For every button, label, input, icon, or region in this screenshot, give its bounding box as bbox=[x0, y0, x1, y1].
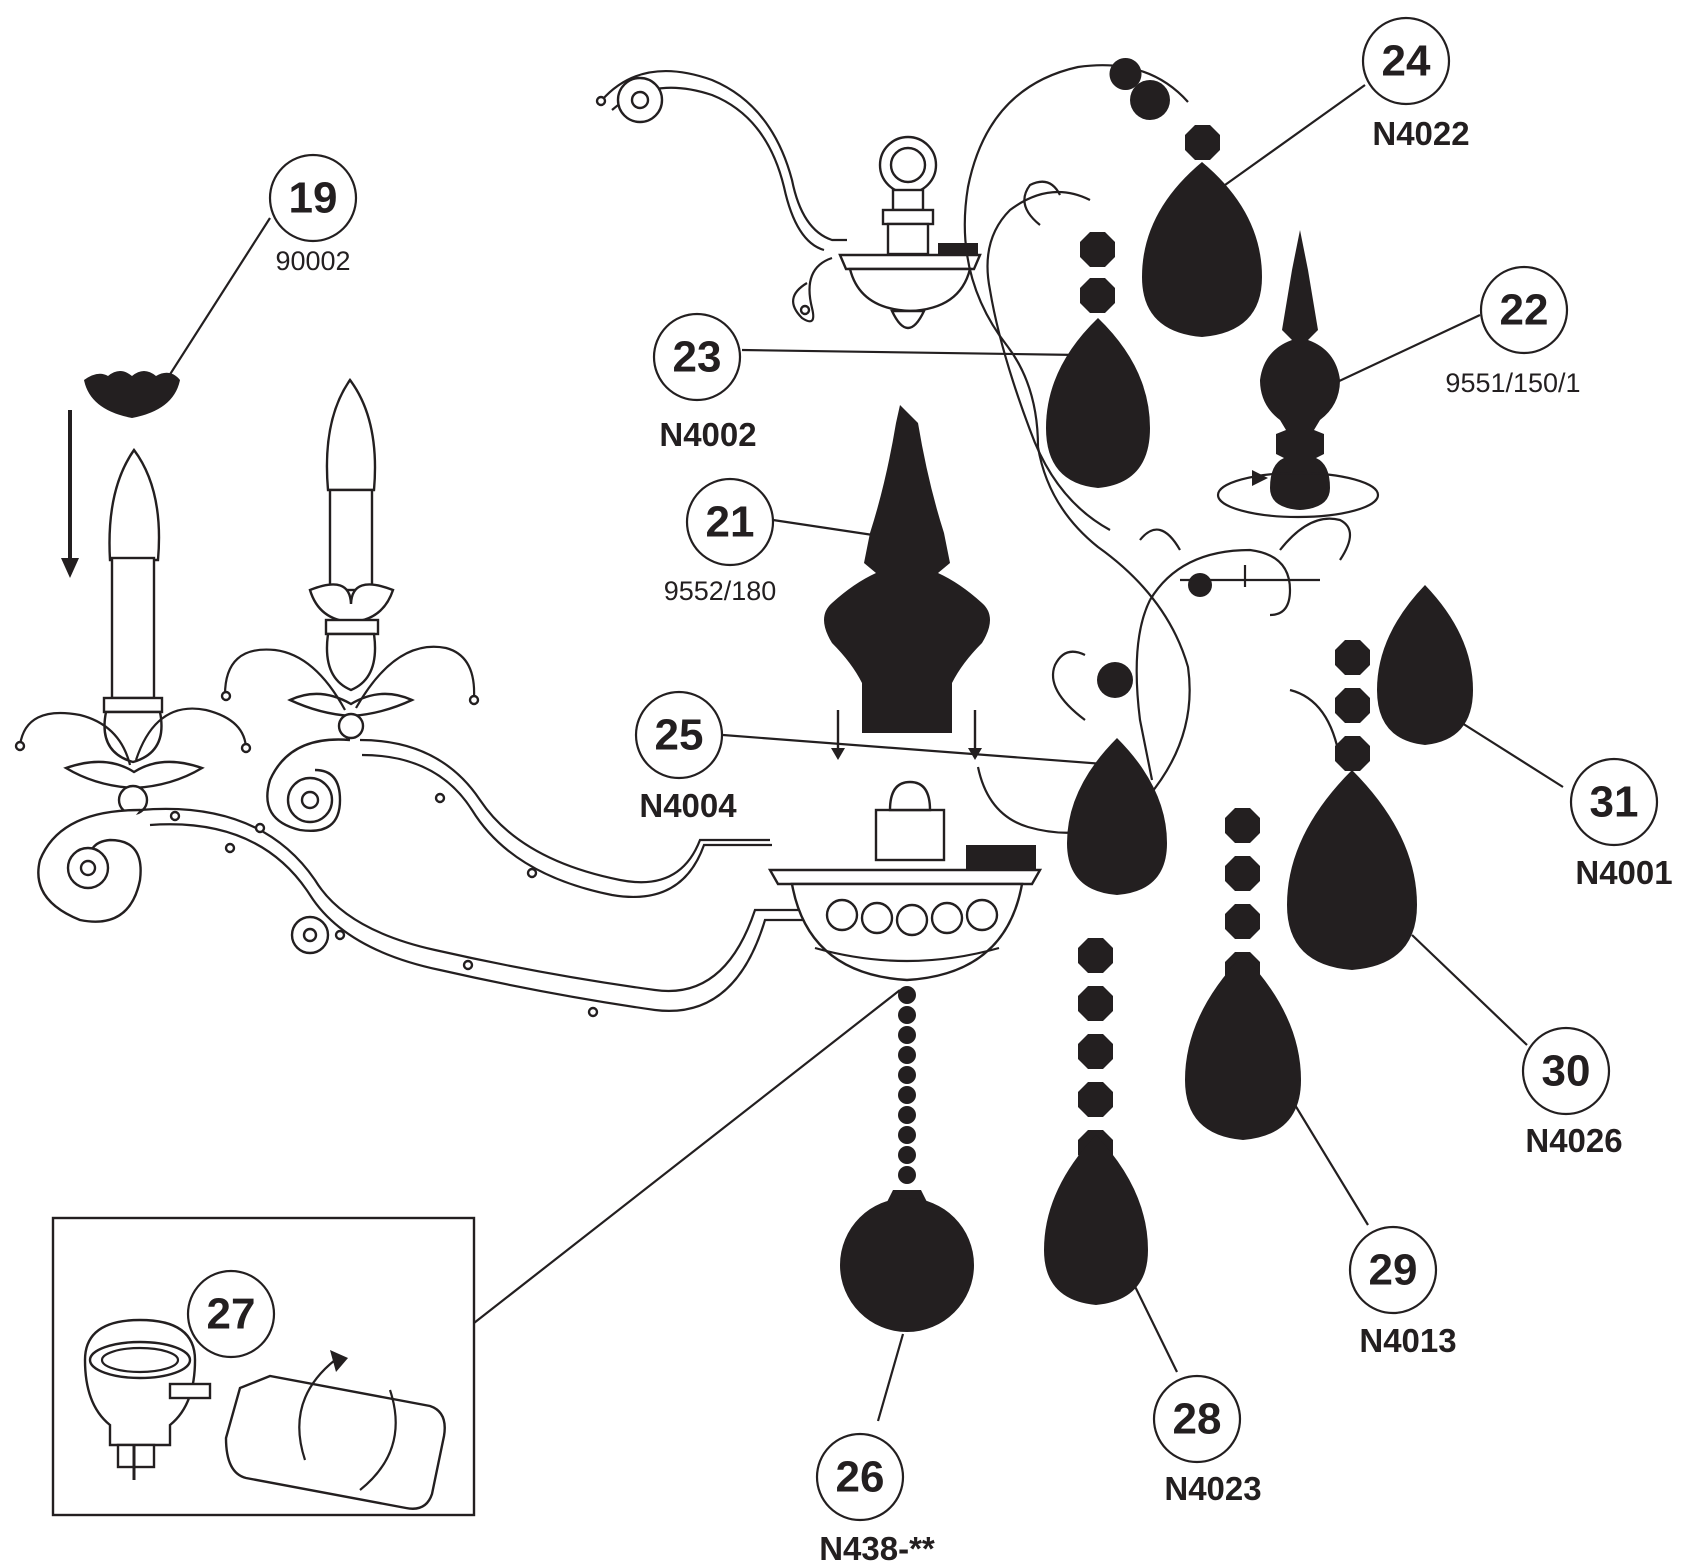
callout-30: 30 N4026 bbox=[1521, 1026, 1623, 1159]
callout-30-number: 30 bbox=[1542, 1047, 1591, 1096]
callout-30-code: N4026 bbox=[1525, 1122, 1622, 1159]
callout-25-code: N4004 bbox=[639, 787, 737, 824]
leader-31 bbox=[1453, 717, 1564, 788]
callout-29-code: N4013 bbox=[1359, 1322, 1456, 1359]
leader-30 bbox=[1411, 934, 1528, 1046]
callout-27: 27 bbox=[186, 1269, 276, 1359]
callout-19-number: 19 bbox=[289, 174, 338, 223]
leader-24 bbox=[1224, 84, 1366, 186]
inset-27-frame bbox=[51, 1216, 476, 1517]
bobeche-cup bbox=[84, 371, 180, 418]
leader-lines bbox=[159, 84, 1564, 1422]
callout-29: 29 N4013 bbox=[1348, 1225, 1457, 1359]
callout-31-number: 31 bbox=[1590, 778, 1639, 827]
down-arrow bbox=[61, 410, 79, 578]
callout-25: 25 N4004 bbox=[634, 690, 737, 824]
ball-26 bbox=[840, 1198, 974, 1332]
callout-26-number: 26 bbox=[836, 1453, 885, 1502]
crystal-24-bead bbox=[1185, 125, 1220, 160]
crystal-23-drop bbox=[1046, 318, 1150, 488]
callout-24-number: 24 bbox=[1382, 37, 1431, 86]
callout-23: 23 N4002 bbox=[652, 312, 757, 453]
left-candle bbox=[14, 447, 252, 923]
leader-22 bbox=[1334, 314, 1481, 384]
crystal-29-drop bbox=[1185, 955, 1301, 1140]
crystal-24-drop bbox=[1142, 162, 1262, 337]
callout-27-number: 27 bbox=[207, 1290, 256, 1339]
callout-23-code: N4002 bbox=[659, 416, 756, 453]
callout-22-code: 9551/150/1 bbox=[1445, 368, 1580, 398]
central-bowl bbox=[767, 780, 1043, 982]
callout-22: 22 9551/150/1 bbox=[1445, 265, 1581, 398]
callout-28-number: 28 bbox=[1173, 1395, 1222, 1444]
back-candle bbox=[220, 377, 772, 899]
leader-21 bbox=[772, 518, 874, 537]
callout-31: 31 N4001 bbox=[1569, 757, 1673, 891]
leader-26 bbox=[876, 1333, 905, 1422]
callout-29-number: 29 bbox=[1369, 1246, 1418, 1295]
callout-22-number: 22 bbox=[1500, 286, 1549, 335]
callout-19-code: 90002 bbox=[275, 246, 350, 276]
leader-27 bbox=[473, 989, 901, 1324]
crystal-25-drop bbox=[1067, 738, 1167, 895]
finial-21 bbox=[824, 405, 990, 760]
callout-21: 21 9552/180 bbox=[664, 477, 777, 606]
leader-23 bbox=[741, 348, 1081, 357]
crystals bbox=[840, 125, 1473, 1332]
callout-24: 24 N4022 bbox=[1361, 16, 1470, 152]
finial-22 bbox=[1260, 230, 1340, 510]
leader-29 bbox=[1294, 1104, 1369, 1226]
inset-27 bbox=[51, 1216, 476, 1517]
scroll-frame bbox=[963, 58, 1352, 834]
callout-26-code: N438-** bbox=[819, 1530, 935, 1565]
callout-28-code: N4023 bbox=[1164, 1470, 1261, 1507]
callout-26: 26 N438-** bbox=[815, 1432, 935, 1565]
crystal-30-drop bbox=[1287, 770, 1417, 970]
callout-24-code: N4022 bbox=[1372, 115, 1469, 152]
callout-21-code: 9552/180 bbox=[664, 576, 777, 606]
callout-31-code: N4001 bbox=[1575, 854, 1672, 891]
crystal-28-drop bbox=[1044, 1135, 1148, 1305]
callout-19: 19 90002 bbox=[268, 153, 358, 276]
callout-23-number: 23 bbox=[673, 333, 722, 382]
left-arm bbox=[139, 807, 845, 1018]
crystal-31-drop bbox=[1377, 585, 1473, 745]
leader-25 bbox=[722, 733, 1118, 767]
callout-21-number: 21 bbox=[706, 498, 755, 547]
leader-19 bbox=[159, 217, 271, 391]
callout-28: 28 N4023 bbox=[1152, 1374, 1262, 1507]
callout-25-number: 25 bbox=[655, 711, 704, 760]
top-canopy bbox=[595, 70, 982, 330]
